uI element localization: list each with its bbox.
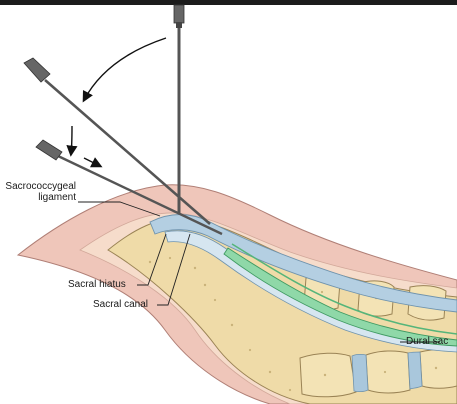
leader-lines	[78, 201, 440, 343]
label-dural-sac: Dural sac	[406, 336, 449, 347]
arrow-curved	[82, 37, 167, 103]
arrow-forward	[83, 157, 103, 168]
disc-2	[407, 351, 423, 390]
dural-sac-line	[231, 243, 457, 335]
label-sacral-hiatus: Sacral hiatus	[68, 279, 126, 290]
leader-canal	[157, 233, 191, 306]
ligament-band	[149, 214, 457, 313]
needle-lower-oblique	[35, 139, 223, 236]
needle-vertical	[173, 4, 185, 214]
vertebra-2	[365, 350, 411, 394]
needle-upper-oblique	[23, 57, 211, 225]
leader-ligament	[78, 201, 161, 217]
dural-sac	[223, 247, 457, 347]
vertebra-1	[299, 352, 357, 398]
arrow-down	[66, 125, 78, 157]
needles	[23, 4, 223, 236]
top-border	[0, 0, 457, 5]
intervertebral-discs	[351, 351, 423, 393]
label-sacral-canal: Sacral canal	[93, 299, 149, 310]
disc-1	[351, 353, 369, 393]
vertebra-3	[419, 348, 457, 389]
motion-arrows	[66, 37, 167, 168]
label-sacrococcygeal: Sacrococcygeal ligament	[5, 181, 76, 203]
leader-hiatus	[137, 233, 167, 286]
